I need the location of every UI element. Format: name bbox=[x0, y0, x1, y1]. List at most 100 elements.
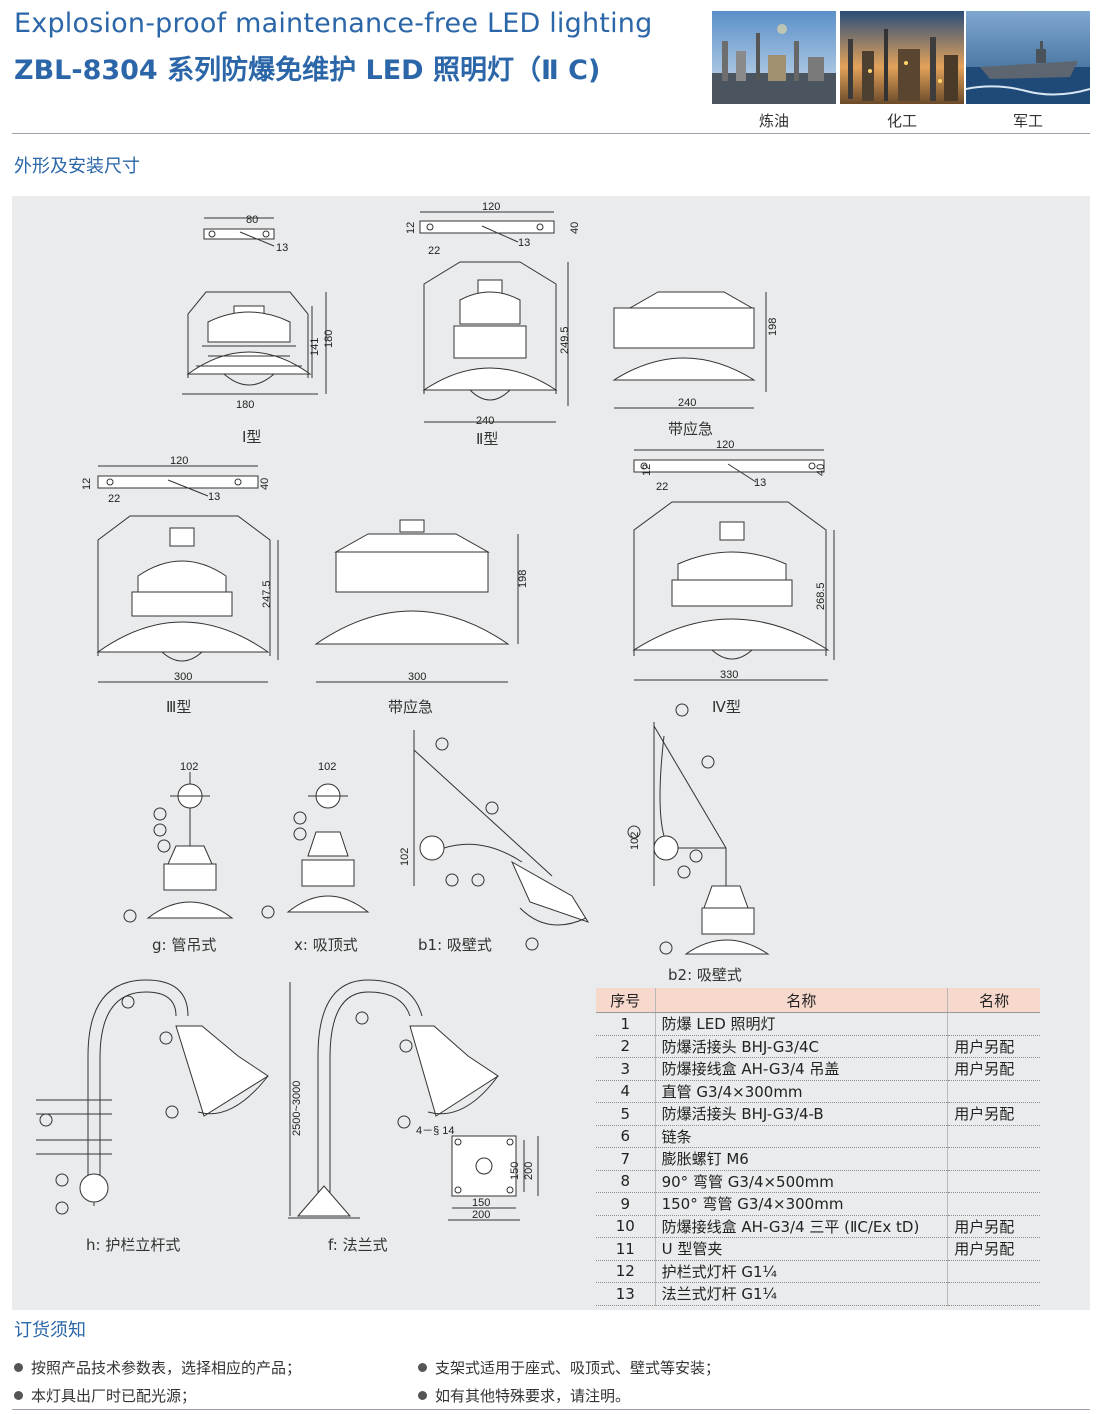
dim-200h: 200 bbox=[472, 1209, 490, 1221]
cell-name: 膨胀螺钉 M6 bbox=[655, 1147, 949, 1171]
dim-22c: 22 bbox=[656, 481, 668, 493]
cell-note bbox=[947, 1147, 1040, 1171]
dim-12a: 12 bbox=[405, 222, 417, 234]
dim-120a: 120 bbox=[482, 201, 500, 213]
photo-refinery bbox=[712, 11, 836, 104]
mount-f-flange bbox=[288, 979, 539, 1221]
divider-bottom bbox=[12, 1409, 1090, 1410]
cell-note bbox=[947, 1192, 1040, 1216]
dim-240b: 240 bbox=[678, 397, 696, 409]
dim-40b: 40 bbox=[259, 478, 271, 490]
lamp-emergency-a bbox=[612, 291, 767, 409]
dim-268: 268.5 bbox=[815, 582, 827, 610]
dim-12b: 12 bbox=[81, 478, 93, 490]
dim-13d: 13 bbox=[754, 477, 766, 489]
bracket-type1 bbox=[203, 217, 275, 247]
cell-name: 90° 弯管 G3/4×500mm bbox=[655, 1170, 949, 1193]
dim-120c: 120 bbox=[716, 439, 734, 451]
cell-name: 护栏式灯杆 G1¼ bbox=[655, 1260, 949, 1283]
dim-40c: 40 bbox=[815, 464, 827, 476]
bracket-type4 bbox=[633, 449, 825, 483]
cell-note bbox=[947, 1080, 1040, 1103]
dim-22b: 22 bbox=[108, 493, 120, 505]
mount-g-pendant bbox=[123, 772, 234, 923]
lamp-type3 bbox=[96, 515, 279, 683]
cell-no: 8 bbox=[596, 1170, 656, 1193]
mount-b2-wall bbox=[627, 703, 770, 955]
cell-name: 防爆活接头 BHJ-G3/4-B bbox=[655, 1102, 949, 1126]
caption-type4: Ⅳ型 bbox=[712, 698, 741, 716]
dim-13c: 13 bbox=[208, 491, 220, 503]
cell-no: 10 bbox=[596, 1215, 656, 1238]
caption-b2: b2: 吸壁式 bbox=[668, 966, 742, 984]
bullet-icon bbox=[418, 1391, 427, 1400]
cell-no: 1 bbox=[596, 1012, 656, 1036]
dim-240a: 240 bbox=[476, 415, 494, 427]
title-english: Explosion-proof maintenance-free LED lig… bbox=[14, 8, 653, 39]
cell-no: 3 bbox=[596, 1057, 656, 1081]
dim-330: 330 bbox=[720, 669, 738, 681]
note-item: 如有其他特殊要求，请注明。 bbox=[418, 1385, 630, 1406]
section-title-ordering: 订货须知 bbox=[14, 1320, 86, 1341]
cell-name: 直管 G3/4×300mm bbox=[655, 1080, 949, 1103]
bullet-icon bbox=[418, 1363, 427, 1372]
lamp-type4 bbox=[632, 501, 835, 681]
photo-military bbox=[965, 11, 1091, 104]
caption-x: x: 吸顶式 bbox=[294, 936, 358, 954]
dim-2500: 2500~3000 bbox=[291, 1081, 303, 1136]
cell-name: 防爆活接头 BHJ-G3/4C bbox=[655, 1035, 949, 1058]
cell-note bbox=[947, 1012, 1040, 1036]
cell-name: U 型管夹 bbox=[655, 1237, 949, 1261]
cell-no: 9 bbox=[596, 1192, 656, 1216]
dim-150h: 150 bbox=[472, 1197, 490, 1209]
cell-no: 6 bbox=[596, 1125, 656, 1148]
lamp-type1 bbox=[182, 291, 327, 395]
caption-emergency-a: 带应急 bbox=[668, 420, 713, 438]
dim-102a: 102 bbox=[180, 761, 198, 773]
dim-12c: 12 bbox=[641, 464, 653, 476]
caption-b1: b1: 吸壁式 bbox=[418, 936, 492, 954]
cell-no: 7 bbox=[596, 1147, 656, 1171]
cell-no: 11 bbox=[596, 1237, 656, 1261]
note-item: 支架式适用于座式、吸顶式、壁式等安装； bbox=[418, 1357, 720, 1378]
section-title-dimensions: 外形及安装尺寸 bbox=[14, 156, 140, 177]
cell-name: 链条 bbox=[655, 1125, 949, 1148]
mount-x-ceiling bbox=[261, 783, 370, 919]
dim-249: 249.5 bbox=[559, 326, 571, 354]
col-header-no: 序号 bbox=[596, 988, 656, 1013]
mount-h-rail-post bbox=[36, 979, 269, 1215]
dim-4-14: 4－§ 14 bbox=[416, 1125, 455, 1137]
photo-caption-military: 军工 bbox=[1012, 112, 1043, 130]
cell-no: 12 bbox=[596, 1260, 656, 1283]
dim-40a: 40 bbox=[569, 222, 581, 234]
cell-no: 5 bbox=[596, 1102, 656, 1126]
caption-type3: Ⅲ型 bbox=[166, 698, 191, 716]
bracket-type2 bbox=[419, 211, 555, 243]
dim-120b: 120 bbox=[170, 455, 188, 467]
note-text: 本灯具出厂时已配光源； bbox=[31, 1387, 197, 1405]
cell-note: 用户另配 bbox=[947, 1215, 1040, 1238]
cell-note: 用户另配 bbox=[947, 1102, 1040, 1126]
note-text: 如有其他特殊要求，请注明。 bbox=[435, 1387, 631, 1405]
drawing-panel: 80 13 180 141 180 Ⅰ型 120 13 12 bbox=[12, 196, 1090, 1310]
bracket-type3 bbox=[97, 465, 259, 497]
cell-name: 法兰式灯杆 G1¼ bbox=[655, 1282, 949, 1306]
cell-note bbox=[947, 1260, 1040, 1283]
cell-no: 13 bbox=[596, 1282, 656, 1306]
dim-198a: 198 bbox=[767, 318, 779, 336]
dim-22a: 22 bbox=[428, 245, 440, 257]
technical-drawings: 80 13 180 141 180 Ⅰ型 120 13 12 bbox=[36, 201, 835, 1254]
mount-b1-wall bbox=[413, 730, 590, 951]
cell-note: 用户另配 bbox=[947, 1057, 1040, 1081]
cell-note bbox=[947, 1282, 1040, 1306]
col-header-note: 名称 bbox=[947, 988, 1040, 1013]
